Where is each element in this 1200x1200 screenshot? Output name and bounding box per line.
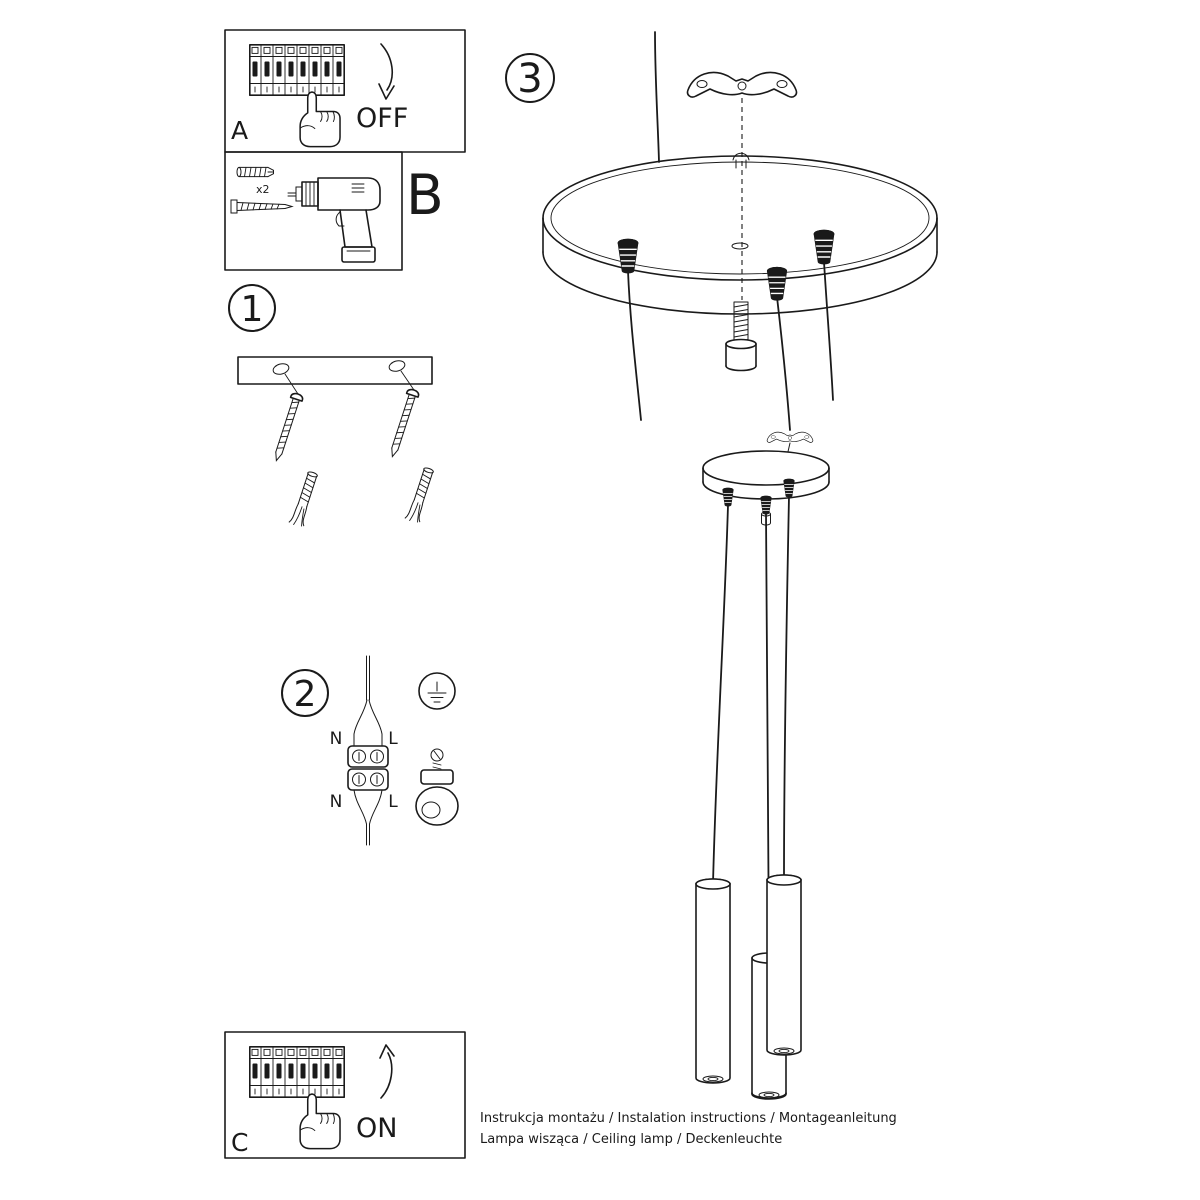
step-2: 2 N L N L [281, 655, 459, 846]
arrow-down-icon [378, 43, 395, 100]
canopy-drawing [542, 152, 938, 315]
circuit-breaker-icon [249, 43, 346, 96]
pendant-cable [783, 495, 790, 881]
panel-a: OFF A [224, 29, 466, 153]
mounting-bar-drawing [237, 356, 433, 395]
cable-clamp-icon [415, 748, 459, 826]
step-1-number-badge [228, 284, 276, 332]
step-2-number-badge [281, 669, 329, 717]
ceiling-bracket-icon [686, 71, 798, 98]
panel-c-border [224, 1031, 466, 1159]
panel-c-letter: C [231, 1128, 248, 1157]
screw-icon [269, 387, 421, 464]
anchor-quantity-label: x2 [256, 183, 270, 196]
pointing-hand-icon [299, 91, 341, 148]
small-canopy-drawing [702, 450, 830, 500]
wire-label-l-top: L [388, 729, 398, 749]
wall-plug-icon [288, 465, 437, 529]
step-1: 1 [228, 284, 437, 529]
step-3-number: 3 [517, 56, 542, 102]
panel-b-letter: B [406, 163, 444, 227]
panel-a-letter: A [231, 116, 248, 145]
footer-line-1: Instrukcja montażu / Instalation instruc… [480, 1111, 897, 1126]
pendant-cable [823, 261, 834, 401]
footer: Instrukcja montażu / Instalation instruc… [480, 1111, 897, 1147]
canopy-exploded-view [542, 31, 938, 431]
pendant-cable [712, 504, 729, 885]
step-3-number-badge [505, 53, 555, 103]
circuit-breaker-icon [249, 1046, 346, 1098]
panel-c: ON C [224, 1031, 466, 1159]
wire-diagram: N L N L [330, 655, 398, 846]
suspension-cable [654, 31, 660, 163]
pendant-assembly-view [695, 431, 830, 1100]
mounting-screw-icon [725, 301, 757, 372]
step-3: 3 [505, 31, 938, 1100]
on-label: ON [356, 1113, 397, 1144]
terminal-block-icon [347, 745, 389, 791]
wire-label-n-bottom: N [330, 792, 343, 812]
earth-symbol-icon [418, 672, 456, 710]
step-1-number: 1 [241, 289, 264, 330]
step-2-number: 2 [294, 674, 317, 715]
arrow-up-icon [379, 1044, 395, 1099]
cable-gland-icon [617, 229, 835, 301]
wire-label-l-bottom: L [388, 792, 398, 812]
screw-icon [230, 199, 294, 214]
pendant-tube-right [766, 874, 802, 1056]
ceiling-bracket-icon [766, 431, 814, 443]
wall-plug-icon [236, 166, 274, 178]
pendant-tube-left [695, 878, 731, 1084]
panel-b: x2 B [224, 151, 444, 271]
pendant-cable [776, 296, 791, 431]
pointing-hand-icon [299, 1093, 341, 1150]
off-label: OFF [356, 103, 408, 134]
panel-b-border [224, 151, 403, 271]
pendant-cable [627, 270, 642, 421]
wire-label-n-top: N [330, 729, 343, 749]
drill-icon [287, 177, 381, 263]
footer-line-2: Lampa wisząca / Ceiling lamp / Deckenleu… [480, 1132, 782, 1147]
